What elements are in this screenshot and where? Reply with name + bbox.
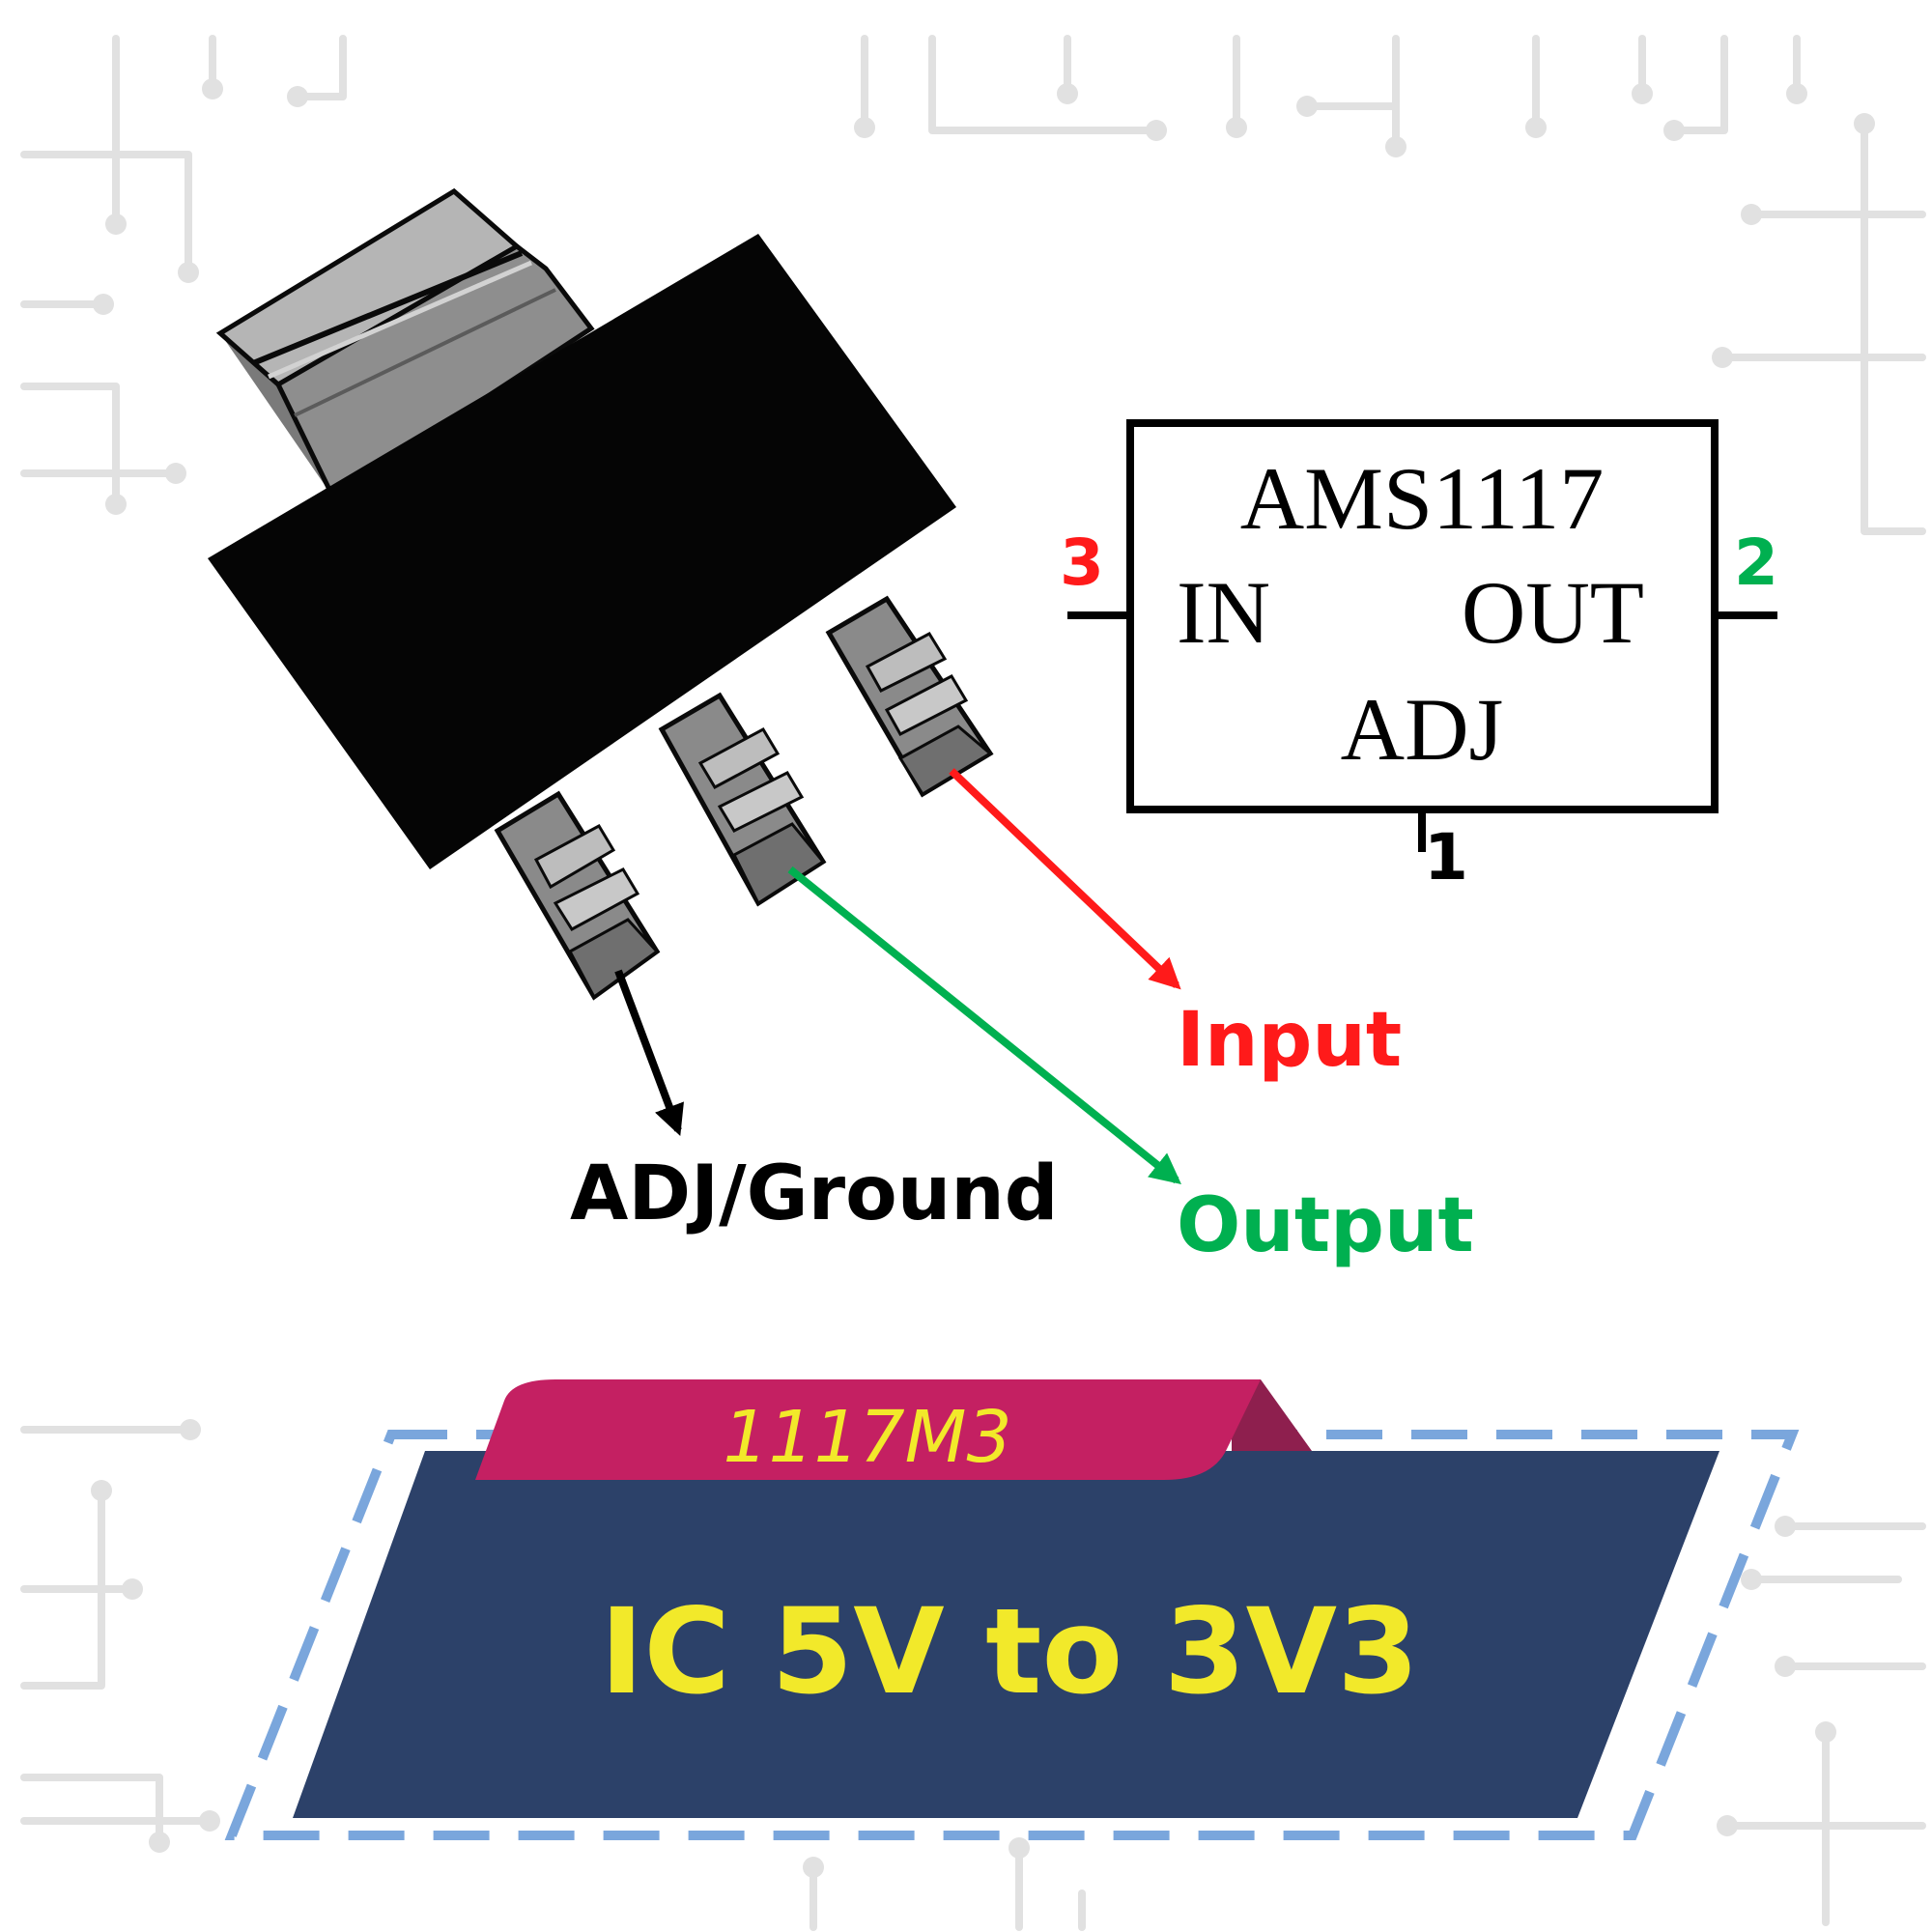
pin-2-lead — [658, 692, 827, 907]
banner-title: IC 5V to 3V3 — [600, 1583, 1419, 1720]
heatsink-tab — [215, 187, 595, 501]
output-arrow — [787, 866, 1181, 1185]
banner-dashed-border — [224, 1430, 1800, 1840]
output-callout-label: Output — [1177, 1182, 1474, 1269]
pin-out-number: 2 — [1734, 526, 1778, 600]
pin-3-lead — [825, 595, 994, 798]
pin-adj-label: ADJ — [1341, 680, 1504, 779]
pin-adj-number: 1 — [1424, 820, 1468, 895]
pin-1-lead — [494, 790, 661, 1001]
pin-in-number: 3 — [1060, 526, 1104, 600]
part-number-label: AMS1117 — [1240, 449, 1605, 548]
banner-tag-text: 1117M3 — [723, 1396, 1011, 1479]
chip-body — [208, 234, 956, 869]
ams1117-schematic-symbol: AMS1117 IN OUT ADJ 3 2 1 — [1060, 419, 1778, 895]
ground-arrow — [614, 969, 684, 1136]
pin-in-label: IN — [1177, 563, 1270, 662]
sot223-package-illustration — [208, 187, 994, 1001]
circuit-trace-decoration — [20, 35, 1926, 1931]
title-banner: 1117M3 IC 5V to 3V3 — [224, 1379, 1800, 1840]
banner-tag — [475, 1379, 1261, 1480]
ground-callout-label: ADJ/Ground — [570, 1151, 1059, 1237]
input-callout-label: Input — [1177, 997, 1402, 1084]
pin-out-label: OUT — [1462, 563, 1644, 662]
input-arrow — [949, 768, 1181, 990]
banner-background — [293, 1451, 1719, 1818]
